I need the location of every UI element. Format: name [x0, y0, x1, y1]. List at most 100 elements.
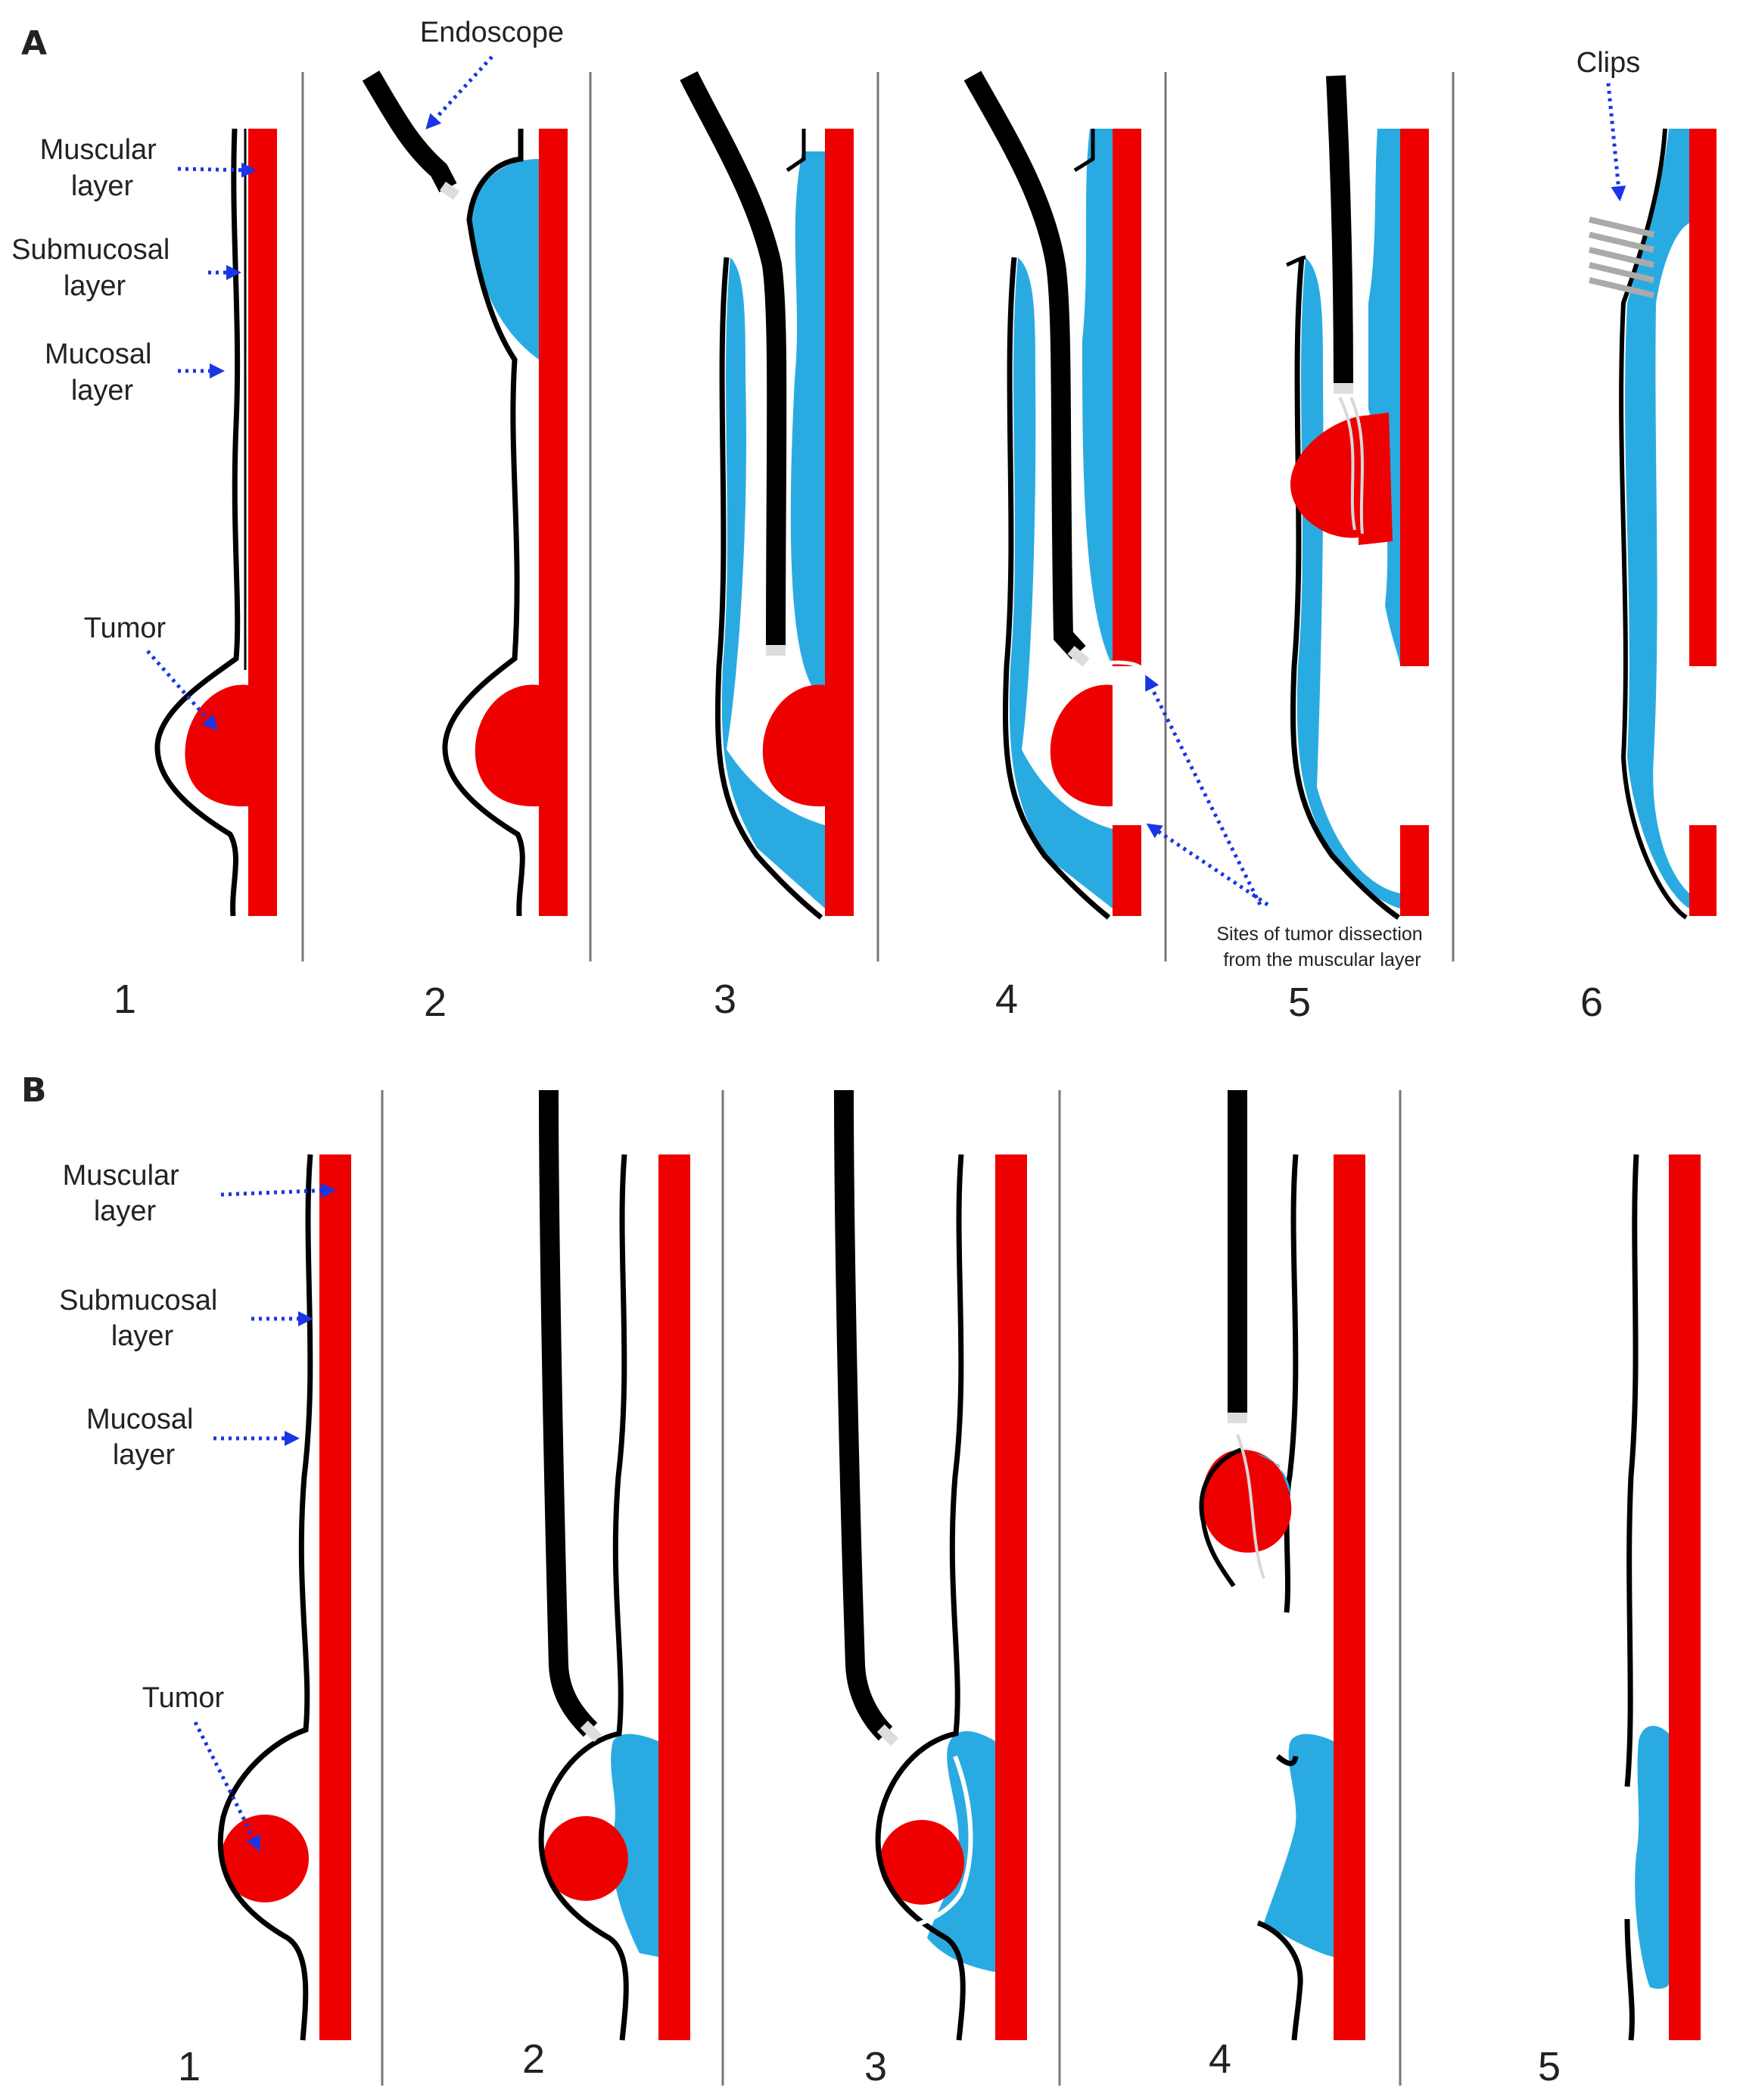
panel-a-step-2-diagram: [362, 70, 568, 917]
endoscope-tip: [1334, 383, 1353, 394]
muscular-layer-arrow: [220, 1182, 336, 1198]
tumor-arrow: [193, 1721, 261, 1852]
muscular-layer-shape: [1400, 825, 1429, 916]
panel-b-step-2-diagram: [538, 1089, 690, 2041]
step-number: 2: [522, 2036, 545, 2082]
submucosal-fluid-shape: [1296, 257, 1400, 908]
submucosal-fluid-shape: [1625, 129, 1689, 908]
step-number: 4: [1209, 2036, 1231, 2082]
submucosal-layer-label: Submucosal layer: [59, 1285, 226, 1352]
muscular-layer-label: Muscular layer: [40, 134, 165, 202]
step-number: 2: [424, 980, 447, 1025]
endoscope-tip: [580, 1720, 602, 1743]
snare-wire: [1338, 397, 1364, 534]
mucosal-layer-line: [1256, 1154, 1303, 2041]
mucosal-layer-line: [786, 129, 806, 173]
endoscope-arrow: [425, 55, 493, 129]
step-number: 3: [864, 2044, 887, 2089]
tumor-label: Tumor: [142, 1682, 225, 1714]
endoscope-tip: [1228, 1413, 1247, 1423]
snare-wire: [1236, 1434, 1265, 1579]
panel-a-dividers: [301, 72, 1455, 961]
tumor-label: Tumor: [84, 612, 167, 644]
panel-b-labels: Muscular layer Submucosal layer Mucosal …: [59, 1160, 226, 1714]
muscular-layer-shape: [658, 1154, 690, 2040]
panel-a-arrows: [146, 55, 1626, 907]
endoscope-shape: [834, 1089, 893, 1741]
muscular-layer-shape: [539, 129, 568, 916]
endoscope-label: Endoscope: [420, 17, 564, 48]
panel-a-letter: A: [21, 24, 47, 63]
submucosal-layer-label: Submucosal layer: [11, 234, 178, 302]
resected-tumor-shape: [1290, 416, 1359, 538]
dissection-arrow-upper: [1144, 675, 1262, 906]
mucosal-layer-line: [442, 129, 525, 917]
submucosal-remnant-shape: [1635, 1725, 1669, 1989]
dissection-cut-line: [907, 1755, 973, 1929]
resected-muscle-shape: [1359, 413, 1393, 545]
endoscope-shape: [1326, 75, 1353, 387]
clips-label: Clips: [1576, 47, 1640, 79]
mucosal-layer-line: [714, 257, 823, 920]
tumor-shape: [543, 1816, 628, 1901]
mucosal-layer-line: [1002, 257, 1111, 920]
clips-arrow: [1606, 83, 1626, 201]
muscular-layer-shape: [825, 129, 854, 916]
tumor-shape: [221, 1815, 309, 1902]
submucosal-fluid-shape: [1082, 129, 1113, 666]
panel-a-step-numbers: 1 2 3 4 5 6: [114, 977, 1603, 1025]
step-number: 4: [995, 977, 1018, 1022]
muscular-layer-shape: [1113, 825, 1141, 916]
mucosal-layer-line: [1286, 255, 1306, 267]
muscular-layer-shape: [248, 129, 277, 916]
muscular-layer-shape: [1689, 825, 1717, 916]
endoscope-shape: [963, 70, 1086, 659]
panel-a: A: [11, 17, 1717, 1025]
submucosal-fluid-shape: [1009, 257, 1113, 908]
panel-a-step-3-diagram: [680, 71, 854, 920]
step-number: 1: [178, 2044, 201, 2089]
panel-b-letter: B: [21, 1071, 47, 1110]
submucosal-remnant-shape: [1264, 1734, 1334, 1957]
resected-submucosa-shape: [1256, 1453, 1290, 1495]
submucosal-fluid-shape: [790, 151, 825, 700]
panel-b-arrows: [193, 1182, 336, 1852]
mucosal-layer-label: Mucosal layer: [45, 338, 160, 407]
endoscope-shape: [539, 1089, 598, 1737]
tumor-shape: [475, 684, 539, 807]
endoscope-tip: [1067, 646, 1090, 667]
muscular-layer-shape: [1400, 129, 1429, 666]
muscular-layer-shape: [319, 1154, 351, 2040]
endoscope-tip: [766, 645, 786, 656]
muscular-layer-shape: [1113, 129, 1141, 666]
muscular-layer-label: Muscular layer: [63, 1160, 188, 1227]
muscular-layer-shape: [1334, 1154, 1365, 2040]
panel-b-step-5-diagram: [1624, 1154, 1701, 2041]
mucosal-layer-line: [1290, 257, 1400, 920]
mucosal-layer-line: [538, 1154, 629, 2041]
panel-a-step-4-diagram: [963, 70, 1144, 920]
muscular-layer-shape: [1669, 1154, 1701, 2040]
mucosal-layer-line: [875, 1154, 966, 2041]
dissection-site-line: [1093, 660, 1144, 671]
submucosal-fluid-shape: [721, 257, 825, 908]
resected-tumor-shape: [1202, 1450, 1292, 1553]
mucosal-layer-line: [1624, 1154, 1639, 2041]
endoscope-tip: [876, 1724, 899, 1746]
step-number: 3: [714, 977, 736, 1022]
panel-b-step-3-diagram: [834, 1089, 1027, 2041]
mucosal-layer-line: [1073, 129, 1095, 173]
clips-shape: [1589, 217, 1654, 298]
submucosal-bleb-shape: [469, 159, 539, 360]
step-number: 5: [1288, 980, 1311, 1025]
endoscope-shape: [362, 70, 457, 193]
mucosal-layer-line: [1199, 1447, 1243, 1587]
panel-a-labels: Muscular layer Submucosal layer Mucosal …: [11, 17, 1640, 971]
dissection-arrow-lower: [1146, 823, 1269, 907]
step-number: 1: [114, 977, 136, 1022]
step-number: 5: [1538, 2044, 1561, 2089]
panel-b-step-1-diagram: [217, 1154, 351, 2041]
tumor-shape: [185, 684, 248, 807]
panel-a-step-1-diagram: [154, 128, 277, 917]
